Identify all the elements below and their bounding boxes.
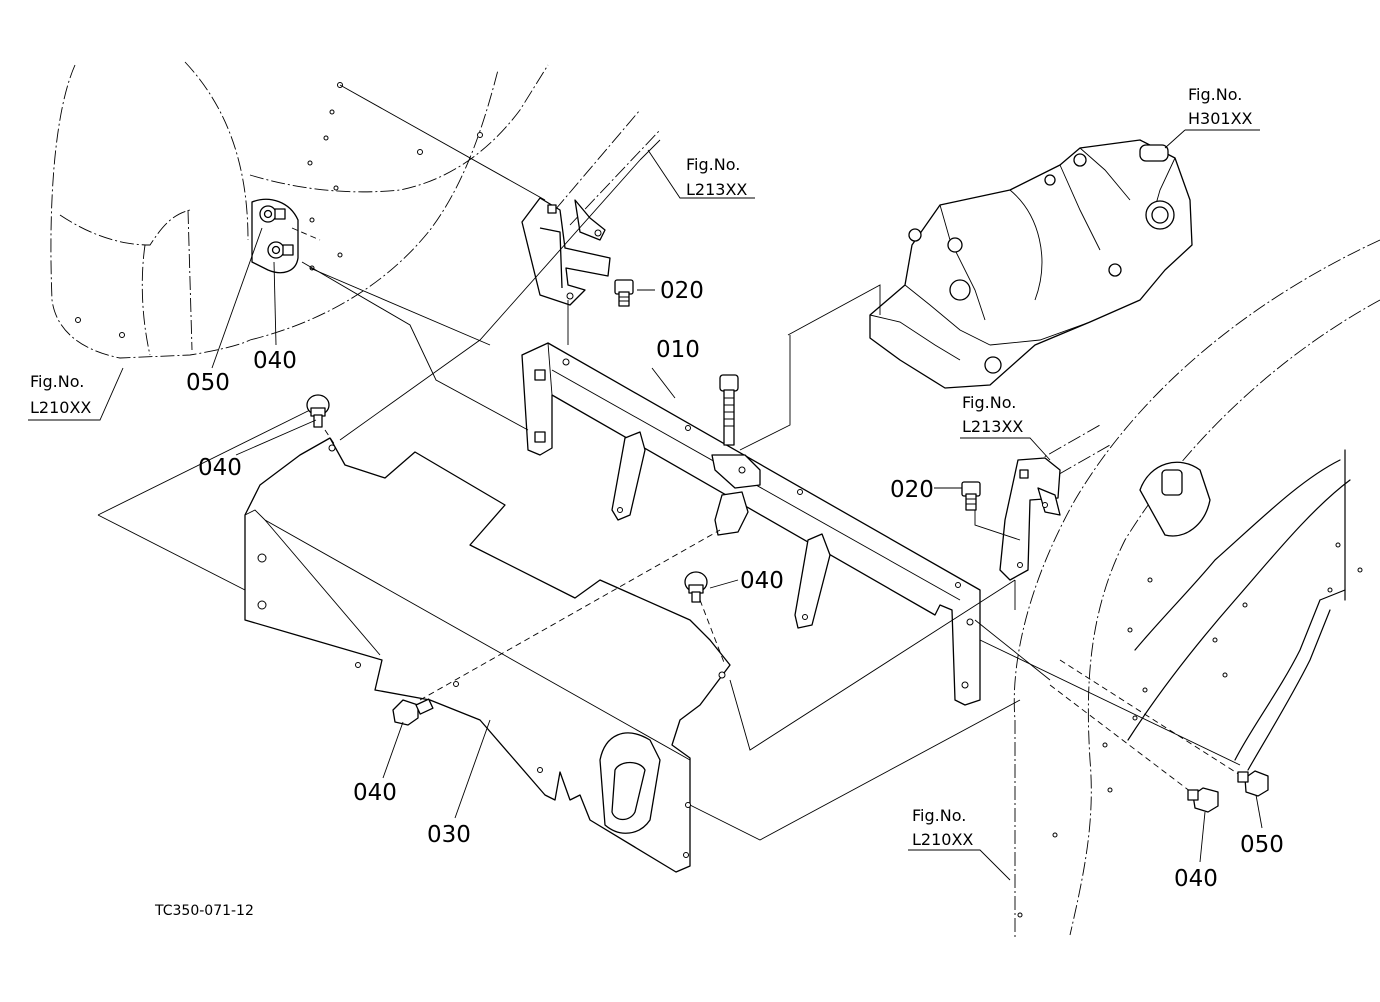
bolt-040-right <box>1187 787 1219 813</box>
right-fender: Fig.No. L210XX <box>908 239 1380 940</box>
part-label-040-top: 040 <box>253 348 297 374</box>
part-label-020-top: 020 <box>660 278 704 304</box>
stud-bolt-center <box>719 374 739 446</box>
fig-code-l210-right: L210XX <box>912 830 973 849</box>
ref-l210-left: Fig.No. L210XX <box>28 367 124 421</box>
main-bracket-010 <box>521 342 981 706</box>
fig-code-l210-left: L210XX <box>30 398 91 417</box>
drawing-code: TC350-071-12 <box>154 903 254 919</box>
part-label-050-left: 050 <box>186 370 230 396</box>
bolt-020-right <box>961 481 981 511</box>
part-labels: 010 020 020 030 040 040 040 040 040 050 … <box>186 278 1284 892</box>
part-label-040-left: 040 <box>198 455 242 481</box>
part-label-050-right: 050 <box>1240 832 1284 858</box>
part-label-020-right: 020 <box>890 477 934 503</box>
fig-code-l213-top: L213XX <box>686 180 747 199</box>
part-label-030: 030 <box>427 822 471 848</box>
top-bracket-l213: Fig.No. L213XX <box>521 109 755 306</box>
left-fender <box>50 61 549 359</box>
right-bracket-l213: Fig.No. L213XX <box>960 393 1111 581</box>
bolt-040-lower-left <box>392 698 434 726</box>
shield-plate-030 <box>244 437 731 873</box>
fig-code-h301: H301XX <box>1188 109 1253 128</box>
bolt-020-top <box>614 279 655 307</box>
fig-no-label-l210-right: Fig.No. <box>912 806 966 825</box>
fig-no-label-h301: Fig.No. <box>1188 85 1242 104</box>
fig-no-label-l213-right: Fig.No. <box>962 393 1016 412</box>
part-label-010: 010 <box>656 337 700 363</box>
part-label-040-center: 040 <box>740 568 784 594</box>
part-label-040-right: 040 <box>1174 866 1218 892</box>
fig-code-l213-right: L213XX <box>962 417 1023 436</box>
bolt-050-right <box>1237 770 1269 797</box>
fig-no-label-l210-left: Fig.No. <box>30 372 84 391</box>
assembly-lines <box>97 84 1241 841</box>
fig-no-label-l213-top: Fig.No. <box>686 155 740 174</box>
callout-leaders <box>211 227 1263 863</box>
bolt-040-center <box>684 571 708 603</box>
part-label-040-bottom: 040 <box>353 780 397 806</box>
bolt-040-upper-left <box>306 394 330 428</box>
h301-housing: Fig.No. H301XX <box>869 85 1260 389</box>
